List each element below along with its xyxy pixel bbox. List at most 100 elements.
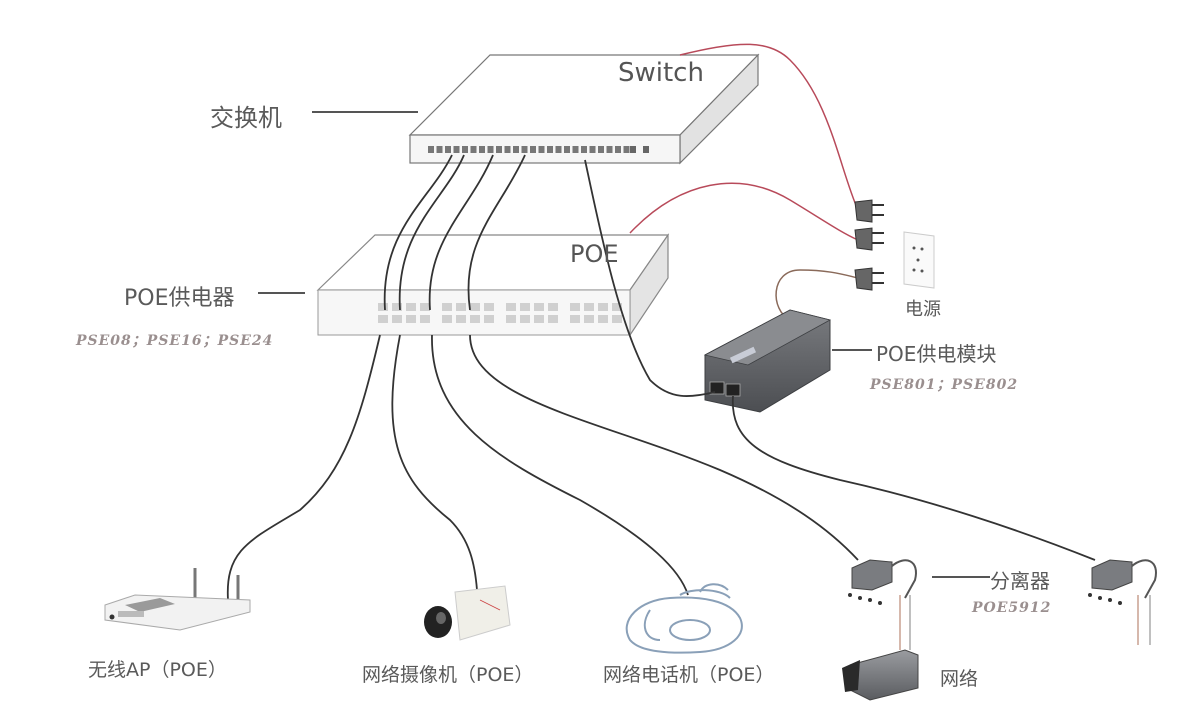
ip-phone-label: 网络电话机（POE） xyxy=(603,664,775,686)
power-socket-icon xyxy=(903,231,935,289)
poe-supply-label: POE供电器 xyxy=(124,286,235,311)
poe-supply-port xyxy=(548,303,558,311)
cable-switch-to-poe-3 xyxy=(428,154,494,311)
poe-supply-port xyxy=(612,315,622,323)
poe-supply-port xyxy=(470,303,480,311)
switch-port xyxy=(615,146,621,153)
switch-port xyxy=(555,146,562,153)
ip-phone-icon xyxy=(625,583,743,654)
poe-supply-port xyxy=(548,315,558,323)
poe-supply-port xyxy=(506,303,516,311)
switch-port xyxy=(496,146,502,153)
poe-supply-port xyxy=(520,315,530,323)
cable-poe-to-splitter-1 xyxy=(469,334,859,561)
bullet-camera-icon xyxy=(842,649,919,701)
switch-port xyxy=(470,146,477,153)
poe-supply-port xyxy=(456,303,466,311)
ip-camera-label: 网络摄像机（POE） xyxy=(362,664,534,686)
switch-uplink-port xyxy=(643,146,649,153)
switch-port xyxy=(606,146,613,153)
switch-port xyxy=(428,146,434,153)
poe-supply-port xyxy=(598,303,608,311)
poe-supply-port xyxy=(378,315,388,323)
power-plug-3 xyxy=(854,267,884,291)
poe-supply-device xyxy=(316,233,670,337)
cable-poe-to-ap xyxy=(226,334,381,601)
poe-injector-device xyxy=(703,309,832,413)
poe-supply-port xyxy=(506,315,516,323)
poe-supply-port xyxy=(534,315,544,323)
poe-supply-port xyxy=(470,315,480,323)
poe-supply-ports xyxy=(378,303,622,323)
poe-supply-port xyxy=(484,303,494,311)
poe-supply-port xyxy=(378,303,388,311)
switch-port xyxy=(436,146,443,153)
poe-supply-port xyxy=(520,303,530,311)
switch-title: Switch xyxy=(618,58,704,88)
poe-supply-port xyxy=(584,315,594,323)
poe-supply-port xyxy=(534,303,544,311)
poe-supply-models: PSE08；PSE16；PSE24 xyxy=(76,333,274,349)
cable-poe-to-ipcamera xyxy=(391,334,478,591)
poe-supply-port xyxy=(392,315,402,323)
poe-supply-port xyxy=(442,315,452,323)
poe-supply-port xyxy=(570,303,580,311)
power-cable-poe-supply xyxy=(629,182,859,241)
poe-supply-port xyxy=(442,303,452,311)
switch-port xyxy=(504,146,511,153)
switch-ports xyxy=(428,146,649,153)
poe-module-label: POE供电模块 xyxy=(876,342,997,366)
switch-port xyxy=(581,146,587,153)
switch-port xyxy=(521,146,528,153)
poe-supply-port xyxy=(584,303,594,311)
cable-switch-to-poe-4 xyxy=(467,154,526,311)
poe-supply-port xyxy=(392,303,402,311)
poe-supply-port xyxy=(570,315,580,323)
poe-supply-front xyxy=(317,289,631,336)
ip-camera-icon xyxy=(424,585,511,641)
switch-port xyxy=(487,146,494,153)
poe-module-models: PSE801；PSE802 xyxy=(870,377,1019,393)
power-plug-1 xyxy=(854,199,884,223)
power-label: 电源 xyxy=(905,299,941,320)
cable-switch-to-poe-2 xyxy=(398,154,465,311)
splitter-models: POE5912 xyxy=(972,600,1052,616)
power-plug-2 xyxy=(854,227,884,251)
splitter-1-icon xyxy=(848,559,917,650)
poe-supply-port xyxy=(484,315,494,323)
power-cable-switch xyxy=(679,43,859,211)
poe-supply-port xyxy=(406,315,416,323)
switch-port xyxy=(589,146,596,153)
splitter-2-icon xyxy=(1088,559,1157,645)
switch-label: 交换机 xyxy=(210,104,282,132)
switch-port xyxy=(538,146,545,153)
poe-supply-port xyxy=(598,315,608,323)
cable-switch-to-poe-1 xyxy=(383,154,453,311)
switch-port xyxy=(513,146,519,153)
poe-supply-port xyxy=(420,303,430,311)
switch-port xyxy=(530,146,536,153)
switch-port xyxy=(623,146,630,153)
power-cable-poe-module xyxy=(775,269,859,321)
switch-uplink-port xyxy=(630,146,636,153)
cable-injector-to-splitter-2 xyxy=(732,395,1096,561)
poe-supply-port xyxy=(406,303,416,311)
switch-port xyxy=(479,146,485,153)
splitter-label: 分离器 xyxy=(990,569,1050,593)
switch-device xyxy=(408,53,760,165)
wireless-ap-label: 无线AP（POE） xyxy=(88,659,227,681)
switch-port xyxy=(572,146,579,153)
poe-supply-port xyxy=(420,315,430,323)
switch-port xyxy=(462,146,468,153)
data-cables xyxy=(226,154,1096,601)
cable-poe-to-phone xyxy=(431,334,689,596)
poe-supply-title: POE xyxy=(570,240,619,268)
switch-port xyxy=(547,146,553,153)
wireless-ap-icon xyxy=(104,568,251,631)
poe-supply-port xyxy=(612,303,622,311)
switch-port xyxy=(598,146,604,153)
network-camera-partial-label: 网络 xyxy=(940,668,979,690)
switch-port xyxy=(445,146,451,153)
switch-port xyxy=(564,146,570,153)
